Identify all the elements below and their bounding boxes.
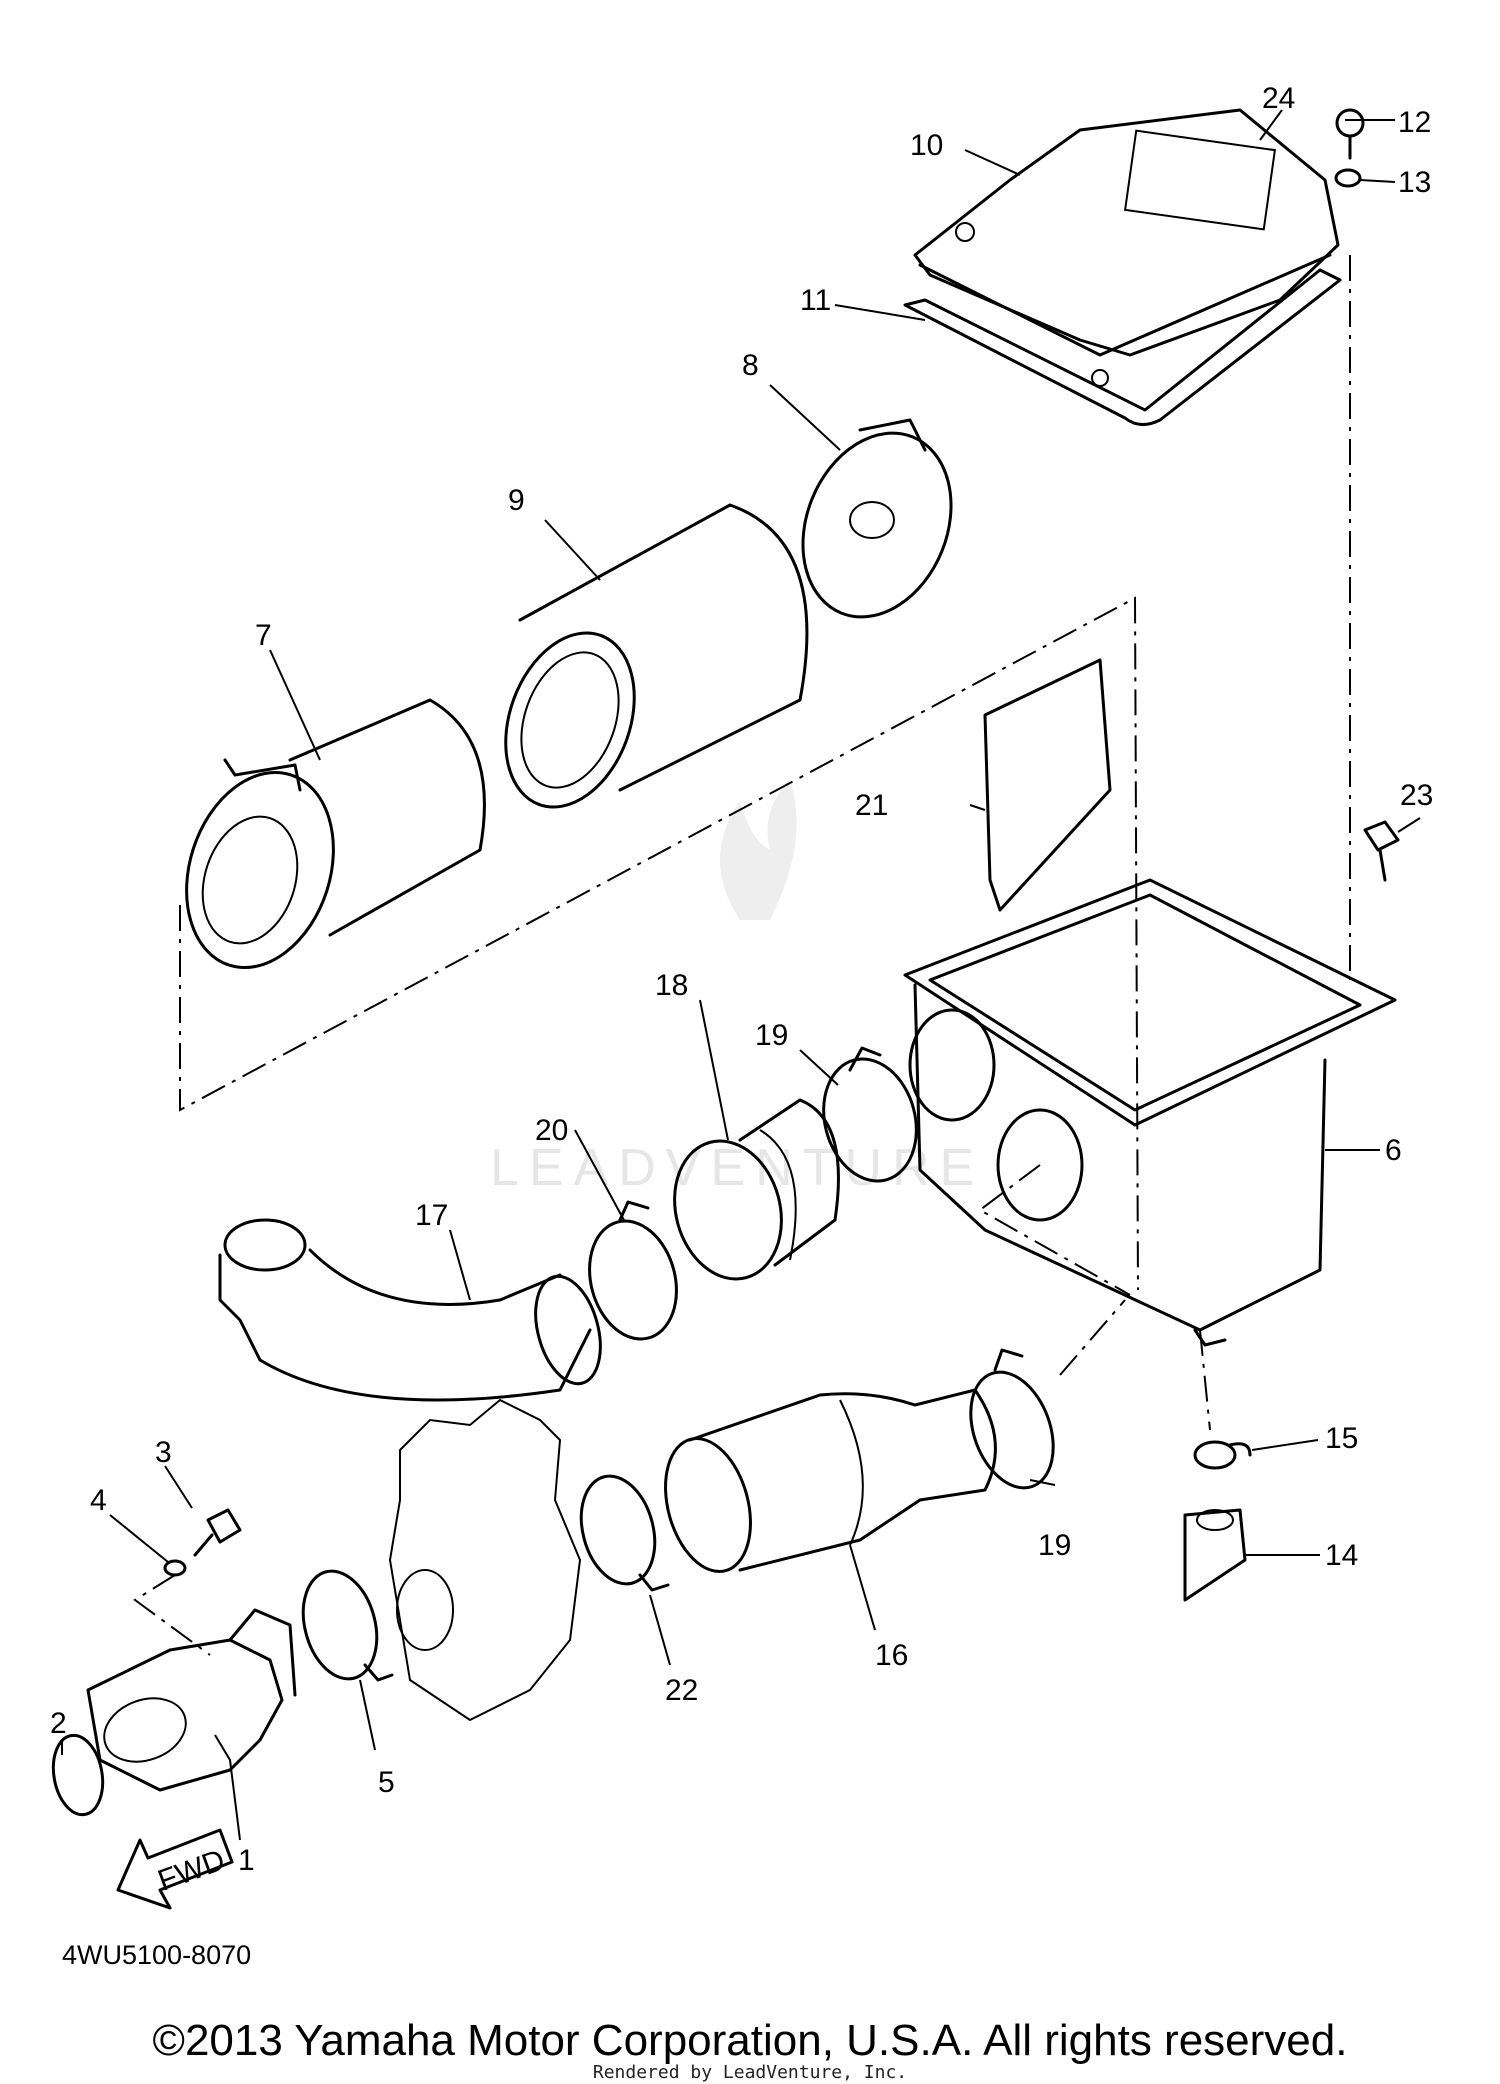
clamp-20[interactable] xyxy=(577,1200,689,1349)
callout-3: 3 xyxy=(155,1436,172,1469)
callout-17: 17 xyxy=(415,1199,448,1232)
intake-joint[interactable] xyxy=(660,1098,840,1291)
callout-5: 5 xyxy=(378,1766,395,1799)
callout-1: 1 xyxy=(238,1844,255,1877)
drain-clip[interactable] xyxy=(1193,1440,1252,1470)
upper-clamp-19[interactable] xyxy=(810,1046,929,1192)
air-cleaner-element[interactable] xyxy=(483,503,809,825)
callout-10: 10 xyxy=(910,129,943,162)
watermark: LEADVENTURE xyxy=(490,780,984,1197)
callout-16: 16 xyxy=(875,1639,908,1672)
air-box-cover[interactable] xyxy=(913,108,1340,387)
callout-22: 22 xyxy=(665,1674,698,1707)
callout-21: 21 xyxy=(855,789,888,822)
carburetor-joint[interactable] xyxy=(652,1388,997,1581)
drain-hose[interactable] xyxy=(1183,1508,1247,1602)
callout-19-lower: 19 xyxy=(1038,1529,1071,1562)
leader-lines xyxy=(61,109,1421,1841)
forward-direction-arrow: FWD xyxy=(116,1828,234,1910)
cover-washer[interactable] xyxy=(1334,168,1362,188)
callout-24: 24 xyxy=(1262,82,1295,115)
manifold-washer[interactable] xyxy=(163,1559,187,1577)
callout-7: 7 xyxy=(255,619,272,652)
callout-9: 9 xyxy=(508,484,525,517)
callout-14: 14 xyxy=(1325,1539,1358,1572)
callout-labels: 1 2 3 4 5 6 7 8 9 10 11 12 13 14 15 16 1… xyxy=(50,82,1433,1877)
watermark-text: LEADVENTURE xyxy=(490,1139,984,1197)
callout-18: 18 xyxy=(655,969,688,1002)
mounting-bolt[interactable] xyxy=(1363,820,1400,882)
callout-19-upper: 19 xyxy=(755,1019,788,1052)
filter-plate[interactable] xyxy=(983,658,1112,912)
element-cap[interactable] xyxy=(777,411,978,640)
callout-2: 2 xyxy=(50,1707,67,1740)
cover-gasket[interactable] xyxy=(903,268,1342,426)
manifold-screw[interactable] xyxy=(193,1508,242,1557)
callout-6: 6 xyxy=(1385,1134,1402,1167)
callout-8: 8 xyxy=(742,349,759,382)
clamp-22[interactable] xyxy=(570,1468,670,1592)
callout-4: 4 xyxy=(90,1484,107,1517)
element-guide[interactable] xyxy=(163,698,486,987)
callout-12: 12 xyxy=(1398,106,1431,139)
callout-23: 23 xyxy=(1400,779,1433,812)
cover-screw[interactable] xyxy=(1335,108,1365,160)
o-ring[interactable] xyxy=(47,1731,108,1818)
clamp-5[interactable] xyxy=(292,1563,394,1687)
air-box-case[interactable] xyxy=(903,878,1397,1347)
assembly-lines xyxy=(133,255,1351,1656)
callout-13: 13 xyxy=(1398,166,1431,199)
carburetor-outline xyxy=(388,1398,582,1722)
rendered-by-credit: Rendered by LeadVenture, Inc. xyxy=(592,2062,908,2083)
copyright-notice: ©2013 Yamaha Motor Corporation, U.S.A. A… xyxy=(152,2016,1348,2065)
callout-20: 20 xyxy=(535,1114,568,1147)
intake-duct[interactable] xyxy=(218,1218,611,1402)
intake-manifold[interactable] xyxy=(86,1608,297,1792)
callout-15: 15 xyxy=(1325,1422,1358,1455)
callout-11: 11 xyxy=(800,284,831,317)
diagram-code: 4WU5100-8070 xyxy=(62,1940,252,1970)
lower-clamp-19[interactable] xyxy=(956,1348,1068,1499)
